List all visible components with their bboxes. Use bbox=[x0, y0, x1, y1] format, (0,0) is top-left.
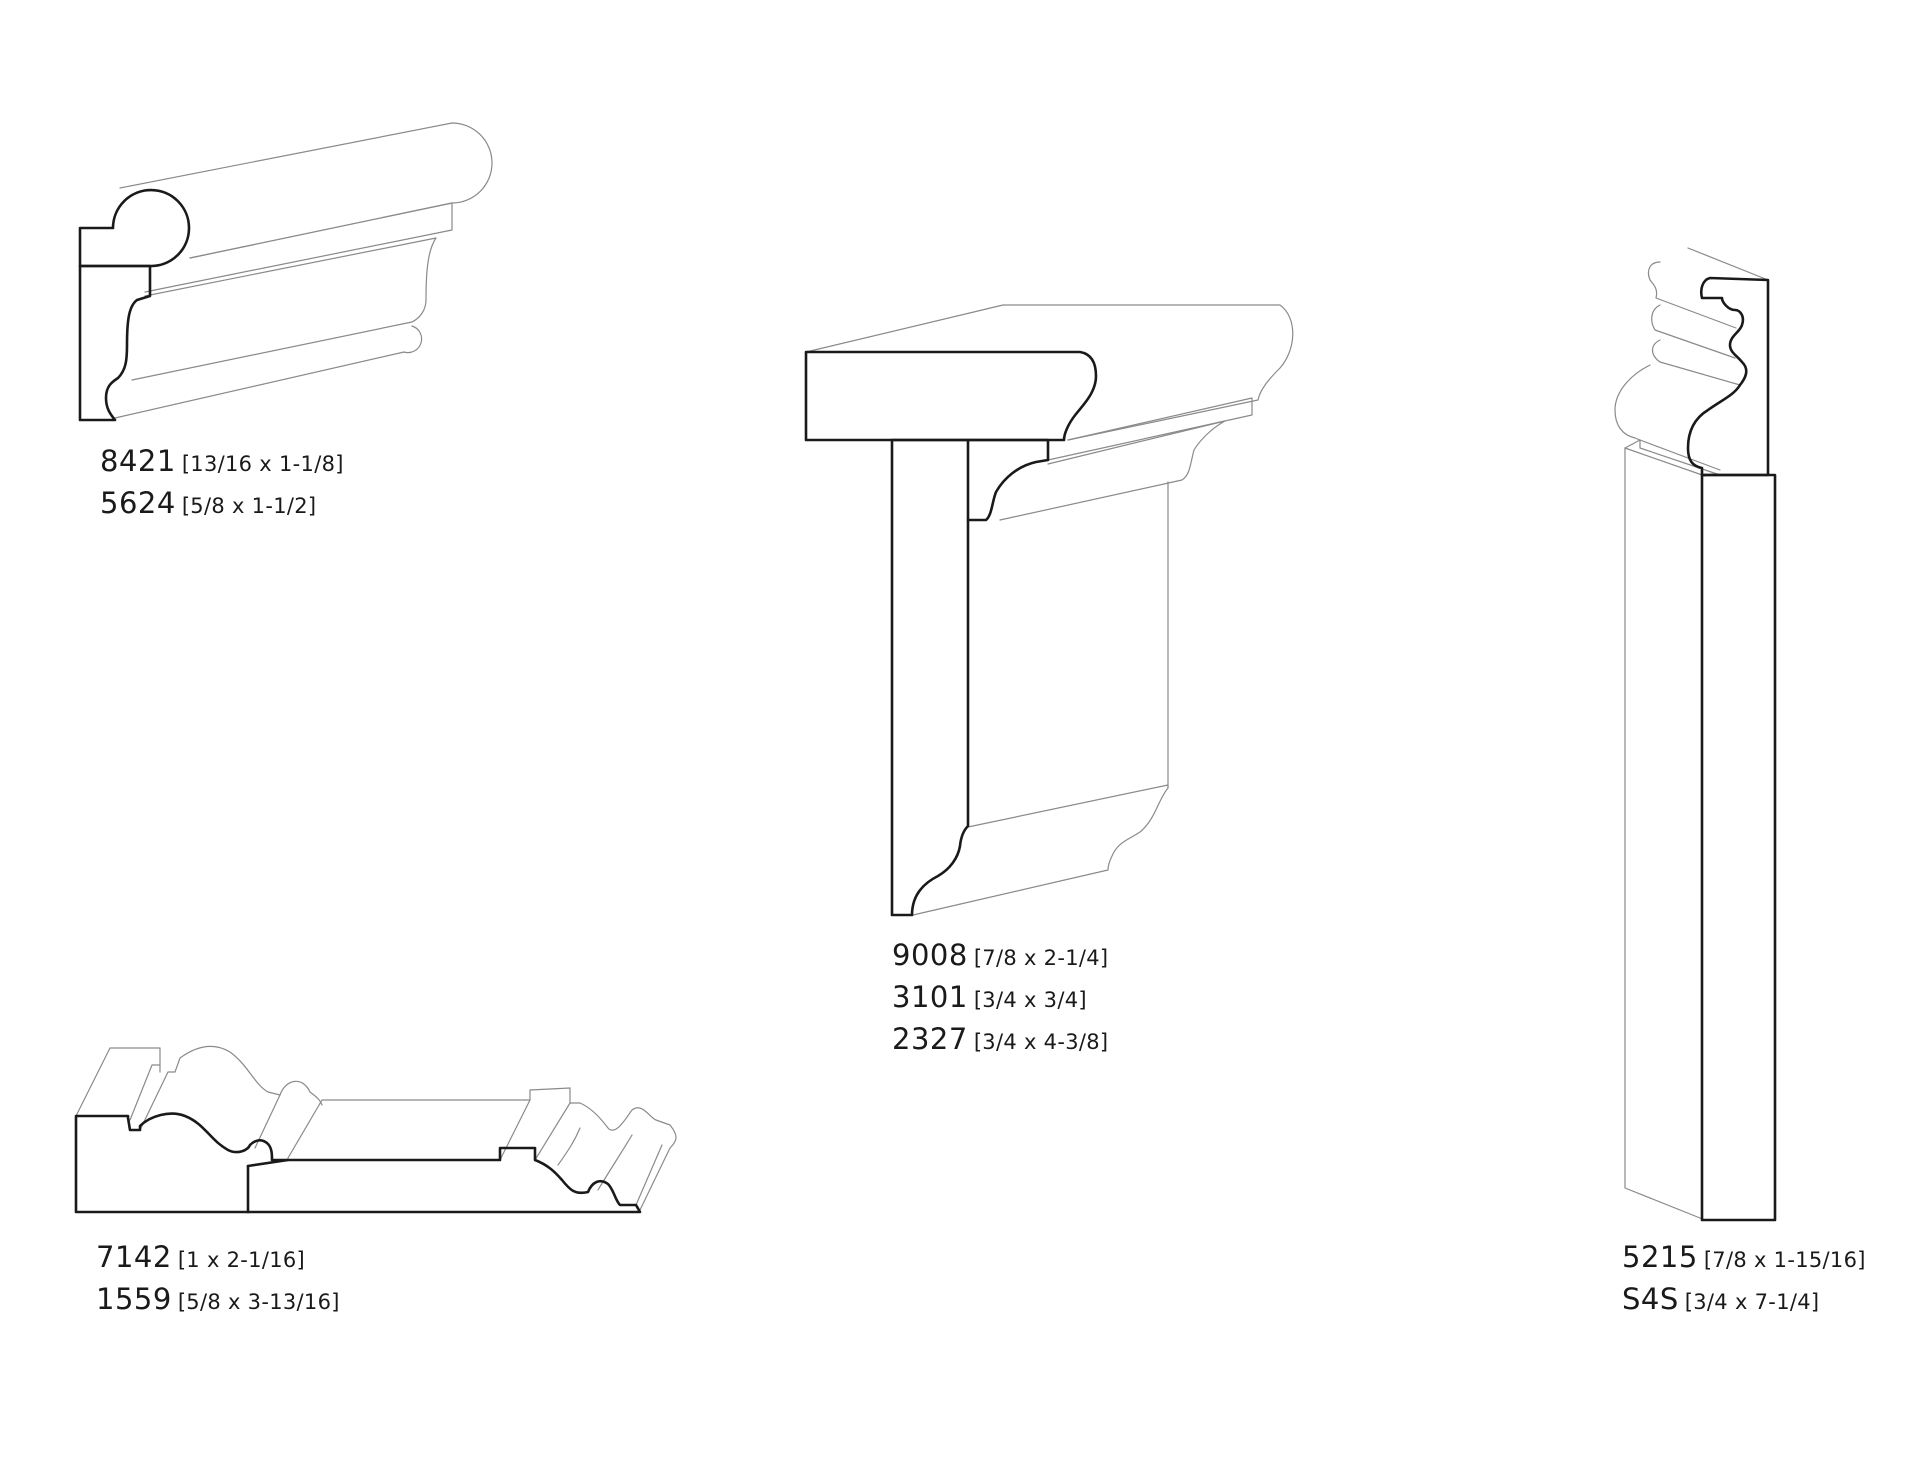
label-group-9008-3101-2327: 9008[7/8 x 2-1/4] 3101[3/4 x 3/4] 2327[3… bbox=[892, 934, 1108, 1060]
label-line: 5624[5/8 x 1-1/2] bbox=[100, 482, 344, 524]
profile-code: 5624 bbox=[100, 486, 176, 520]
profile-code: 2327 bbox=[892, 1022, 968, 1056]
label-line: 8421[13/16 x 1-1/8] bbox=[100, 440, 344, 482]
profile-drawing-9008-3101-2327 bbox=[804, 304, 1294, 917]
profile-drawing-8421-5624 bbox=[78, 122, 493, 422]
profile-dimensions: [1 x 2-1/16] bbox=[177, 1248, 306, 1272]
profile-code: 3101 bbox=[892, 980, 968, 1014]
label-line: 5215[7/8 x 1-15/16] bbox=[1622, 1236, 1866, 1278]
profile-drawing-7142-1559 bbox=[74, 1045, 677, 1214]
profile-code: 1559 bbox=[96, 1282, 172, 1316]
profile-code: 9008 bbox=[892, 938, 968, 972]
label-line: 2327[3/4 x 4-3/8] bbox=[892, 1018, 1108, 1060]
profile-dimensions: [7/8 x 2-1/4] bbox=[973, 946, 1109, 970]
profile-code: 7142 bbox=[96, 1240, 172, 1274]
label-line: 9008[7/8 x 2-1/4] bbox=[892, 934, 1108, 976]
label-line: 7142[1 x 2-1/16] bbox=[96, 1236, 340, 1278]
label-group-5215-s4s: 5215[7/8 x 1-15/16] S4S[3/4 x 7-1/4] bbox=[1622, 1236, 1866, 1320]
profile-dimensions: [13/16 x 1-1/8] bbox=[181, 452, 344, 476]
profile-dimensions: [3/4 x 7-1/4] bbox=[1684, 1290, 1820, 1314]
profile-code: 5215 bbox=[1622, 1240, 1698, 1274]
label-line: 1559[5/8 x 3-13/16] bbox=[96, 1278, 340, 1320]
profile-dimensions: [7/8 x 1-15/16] bbox=[1703, 1248, 1866, 1272]
profile-dimensions: [3/4 x 3/4] bbox=[973, 988, 1087, 1012]
profile-dimensions: [5/8 x 1-1/2] bbox=[181, 494, 317, 518]
label-line: S4S[3/4 x 7-1/4] bbox=[1622, 1278, 1866, 1320]
label-group-7142-1559: 7142[1 x 2-1/16] 1559[5/8 x 3-13/16] bbox=[96, 1236, 340, 1320]
profile-dimensions: [3/4 x 4-3/8] bbox=[973, 1030, 1109, 1054]
label-line: 3101[3/4 x 3/4] bbox=[892, 976, 1108, 1018]
profile-code: 8421 bbox=[100, 444, 176, 478]
profile-code: S4S bbox=[1622, 1282, 1679, 1316]
label-group-8421-5624: 8421[13/16 x 1-1/8] 5624[5/8 x 1-1/2] bbox=[100, 440, 344, 524]
profile-drawing-5215-s4s bbox=[1614, 247, 1777, 1222]
profile-dimensions: [5/8 x 3-13/16] bbox=[177, 1290, 340, 1314]
